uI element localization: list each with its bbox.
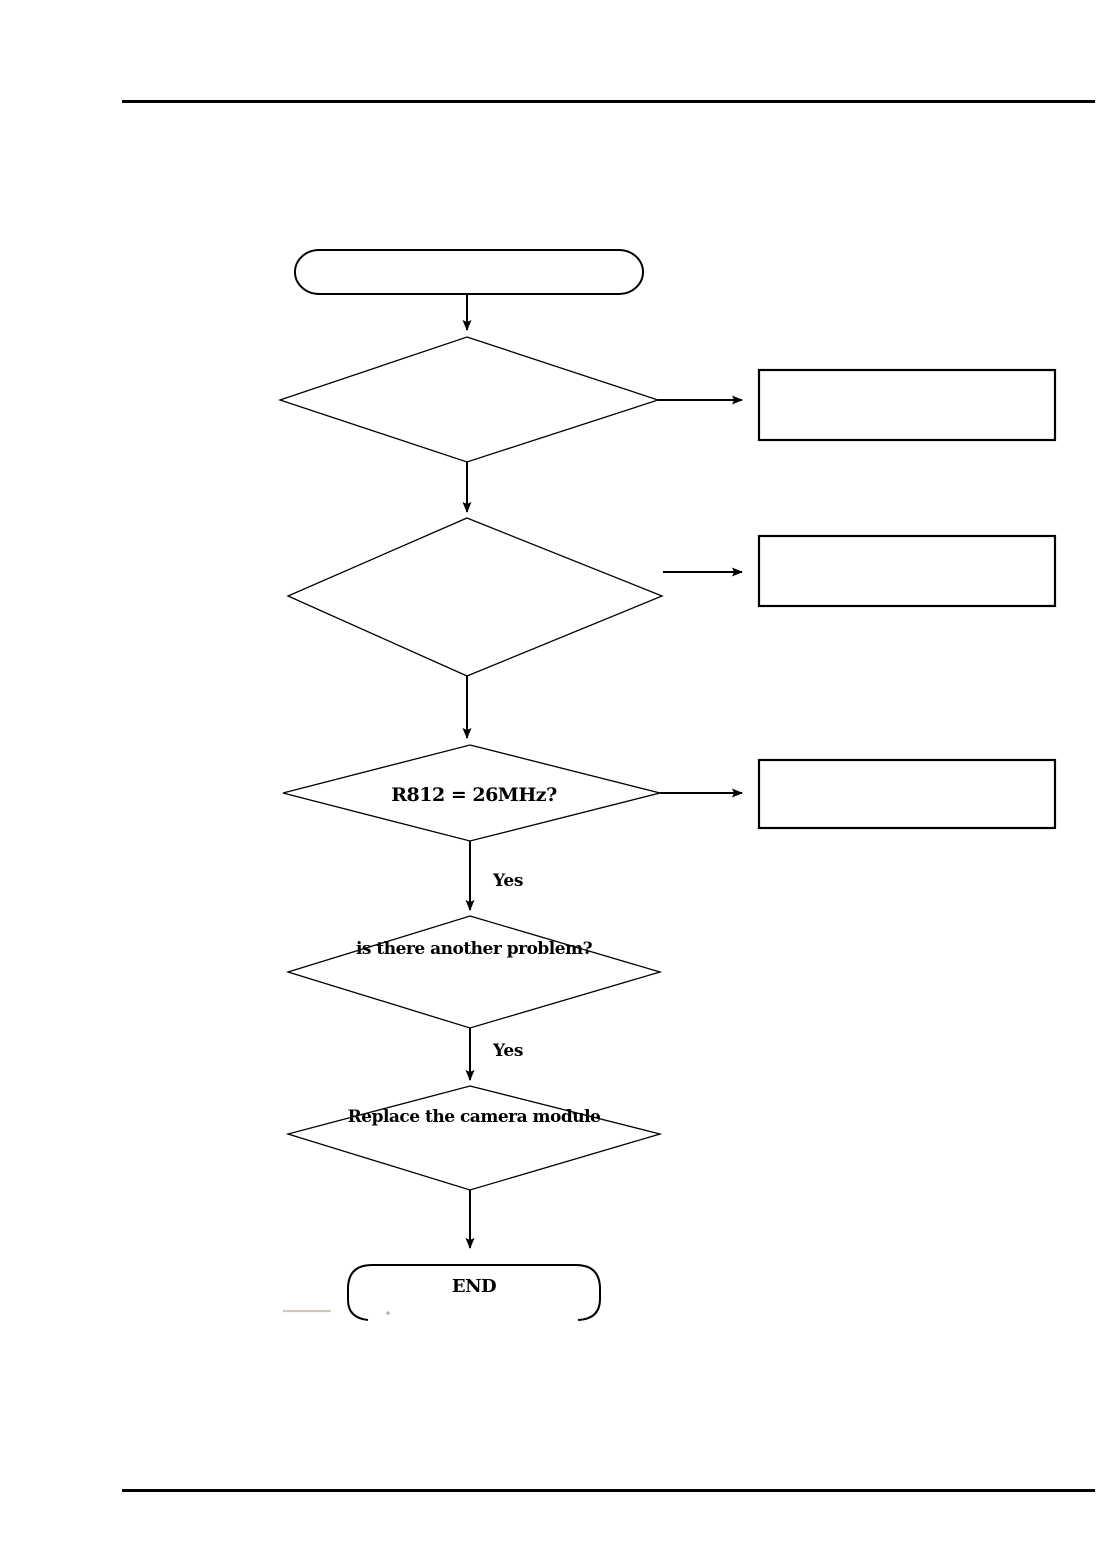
footer-rule	[122, 1489, 1095, 1492]
edge-label-yes-1: Yes	[493, 871, 524, 891]
node-action-1-shape	[285, 1085, 663, 1191]
node-check-4-label: is there another problem?	[355, 939, 593, 959]
node-check-3-label: R812 = 26MHz?	[391, 784, 557, 806]
node-start-shape	[294, 249, 644, 295]
side-box-1-shape	[757, 368, 1057, 442]
edge-label-yes-2: Yes	[493, 1041, 524, 1061]
node-end-label: END	[451, 1276, 497, 1297]
node-check-2-shape	[286, 517, 664, 677]
header-rule	[122, 100, 1095, 103]
node-check-4-shape	[285, 915, 663, 1029]
residual-mark-dot	[386, 1311, 390, 1315]
node-check-1-shape	[277, 336, 661, 463]
node-end-shape	[347, 1264, 601, 1321]
side-box-2-shape	[757, 534, 1057, 608]
side-box-3-shape	[757, 758, 1057, 830]
node-action-1-label: Replace the camera module	[347, 1107, 601, 1127]
